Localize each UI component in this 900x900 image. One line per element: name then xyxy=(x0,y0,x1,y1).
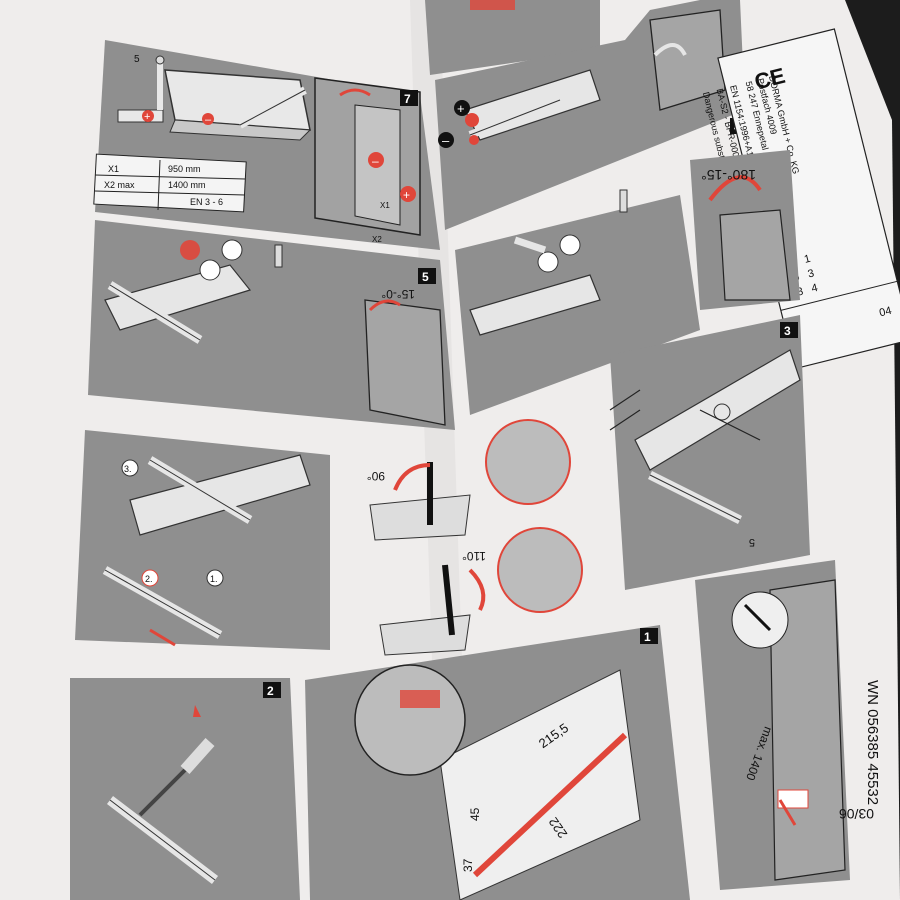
hex-size-label-2: 5 xyxy=(749,536,755,548)
panel-step-5 xyxy=(88,220,455,430)
step-circle-1: 1. xyxy=(210,574,218,584)
angle-panel: 90° 110° xyxy=(367,462,486,656)
svg-text:+: + xyxy=(403,188,410,202)
closer-body-illustration xyxy=(164,69,312,141)
size-row-1-key: X1 xyxy=(108,164,119,174)
step-3-number: 3 xyxy=(784,324,791,338)
angle-15-label: 15°-0° xyxy=(381,287,415,301)
size-row-1-value: 950 mm xyxy=(168,164,201,174)
angle-110-label: 110° xyxy=(462,549,486,563)
drilling-template xyxy=(439,669,641,900)
step-circle-3: 3. xyxy=(124,464,132,474)
svg-text:+: + xyxy=(457,101,465,116)
doc-number: WN 056385 45532 xyxy=(864,680,881,805)
detail-circle-template xyxy=(354,664,466,776)
step-7-number: 7 xyxy=(404,92,411,106)
step-5-number: 5 xyxy=(422,270,429,284)
panel-step-2 xyxy=(70,678,300,900)
grid-cell: 8 xyxy=(796,286,805,299)
svg-text:–: – xyxy=(205,114,212,126)
size-row-2-value: 1400 mm xyxy=(168,180,206,190)
detail-circle-1 xyxy=(485,419,571,505)
step-1-badge xyxy=(640,628,658,644)
angle-180-label: 180°-15° xyxy=(701,167,756,183)
step-circle-2: 2. xyxy=(145,574,153,584)
size-table: 950 mm X1 1400 mm X2 max EN 3 - 6 xyxy=(93,153,247,213)
step-3-badge xyxy=(780,322,798,338)
doc-date: 03/06 xyxy=(839,806,874,822)
x1-label: X1 xyxy=(380,201,390,210)
hex-size-label: 5 xyxy=(134,54,140,65)
angle-90-label: 90° xyxy=(367,469,385,483)
size-row-3-key: EN 3 - 6 xyxy=(190,197,223,207)
svg-text:–: – xyxy=(442,133,450,148)
info-number: 04 xyxy=(878,305,893,320)
svg-text:+: + xyxy=(144,111,150,123)
size-row-2-key: X2 max xyxy=(104,180,135,190)
grid-cell: 3 xyxy=(807,267,816,280)
dimension-45: 45 xyxy=(468,807,482,821)
grid-cell: 1 xyxy=(803,253,812,266)
step-7-badge xyxy=(400,90,418,106)
step-1-number: 1 xyxy=(644,630,651,644)
step-2-number: 2 xyxy=(267,684,274,698)
detail-circle-2 xyxy=(497,527,583,613)
svg-text:–: – xyxy=(372,154,379,168)
dimension-37: 37 xyxy=(461,858,475,872)
grid-cell: 4 xyxy=(810,282,819,295)
step-2-badge xyxy=(263,682,281,698)
step-5-badge xyxy=(418,268,436,284)
x2-label: X2 xyxy=(372,235,382,244)
